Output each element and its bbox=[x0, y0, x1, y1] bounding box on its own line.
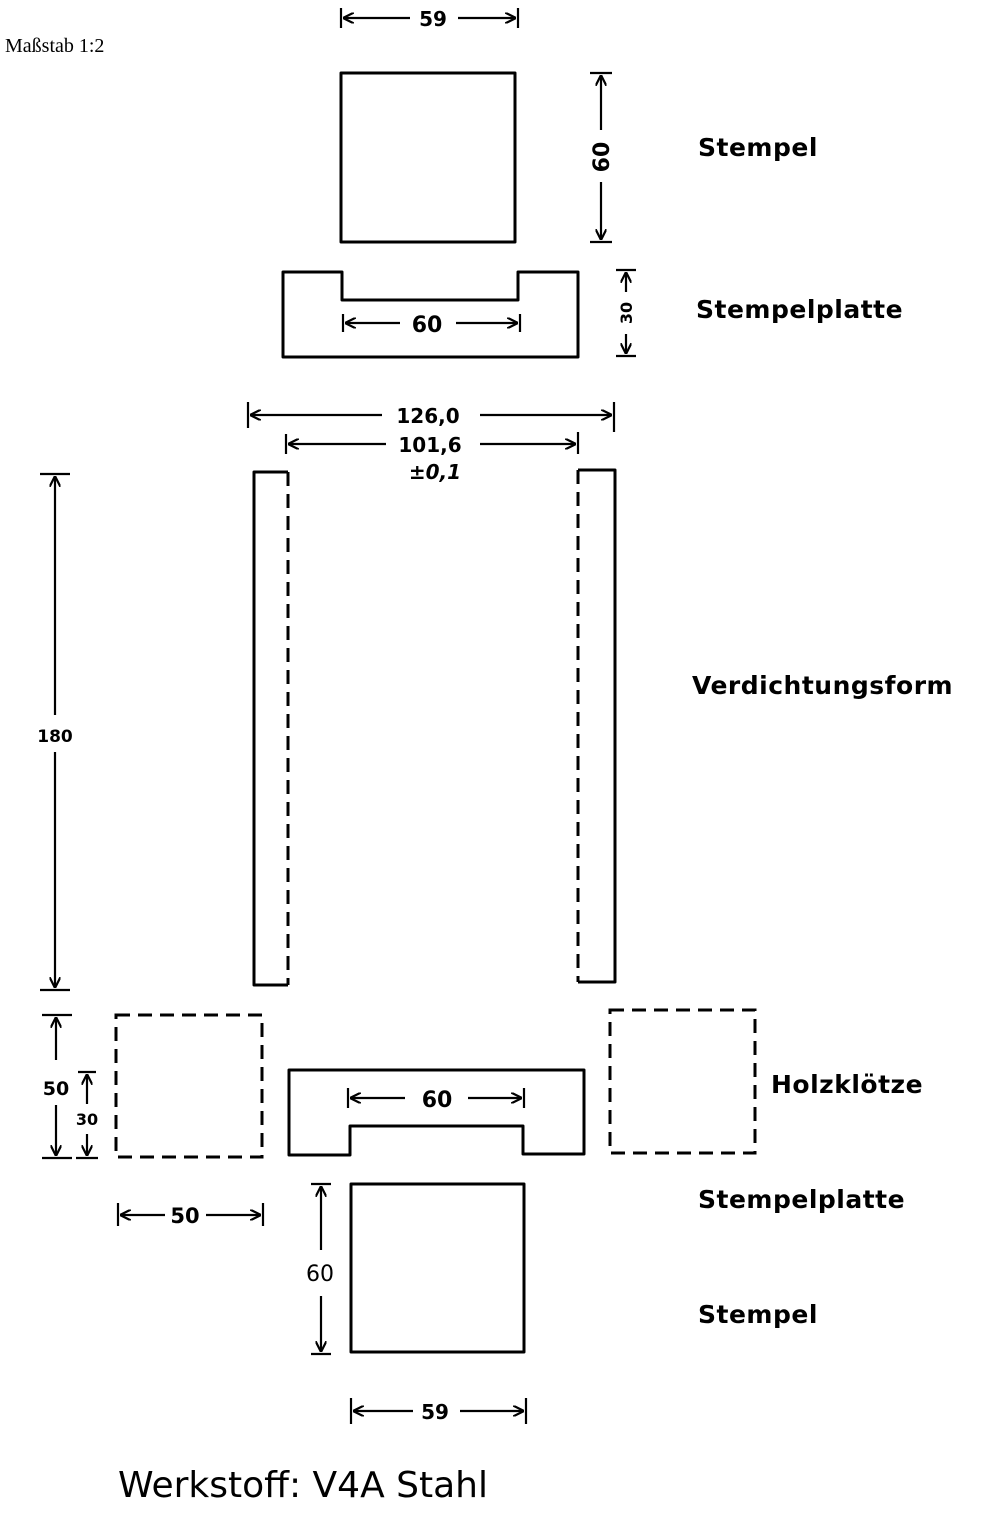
svg-text:50: 50 bbox=[170, 1204, 199, 1228]
label-stempelplatte-bottom: Stempelplatte bbox=[698, 1185, 905, 1214]
label-holzkloetze: Holzklötze bbox=[771, 1070, 923, 1099]
label-verdichtungsform: Verdichtungsform bbox=[692, 671, 953, 700]
scale-label: Maßstab 1:2 bbox=[5, 35, 104, 57]
svg-text:60: 60 bbox=[590, 142, 615, 173]
svg-text:60: 60 bbox=[422, 1088, 453, 1113]
svg-text:180: 180 bbox=[37, 727, 73, 747]
svg-text:±0,1: ±0,1 bbox=[409, 460, 461, 484]
svg-text:101,6: 101,6 bbox=[398, 433, 461, 457]
svg-text:30: 30 bbox=[617, 302, 636, 324]
svg-text:60: 60 bbox=[412, 313, 443, 338]
label-stempel-top: Stempel bbox=[698, 133, 818, 162]
material-label: Werkstoff: V4A Stahl bbox=[118, 1465, 488, 1506]
svg-text:59: 59 bbox=[419, 7, 447, 31]
stempelplatte-top: 60 30 bbox=[281, 268, 636, 359]
verdichtungsform: 126,0 101,6 ±0,1 180 bbox=[37, 402, 617, 992]
dim-stempel-top-width: 59 bbox=[339, 7, 520, 31]
stempelplatte-bottom: 60 bbox=[287, 1068, 586, 1157]
stempel-top: 59 60 bbox=[339, 7, 615, 244]
dim-stempel-top-height: 60 bbox=[590, 71, 615, 244]
stempel-bottom: 60 59 bbox=[306, 1182, 528, 1424]
svg-text:59: 59 bbox=[421, 1400, 449, 1424]
label-stempelplatte-top: Stempelplatte bbox=[696, 295, 903, 324]
svg-text:30: 30 bbox=[76, 1110, 98, 1129]
svg-text:50: 50 bbox=[43, 1078, 69, 1100]
label-stempel-bottom: Stempel bbox=[698, 1300, 818, 1329]
holzkloetze: 50 30 50 bbox=[42, 1008, 757, 1228]
svg-text:126,0: 126,0 bbox=[396, 404, 459, 428]
svg-text:60: 60 bbox=[306, 1262, 334, 1287]
